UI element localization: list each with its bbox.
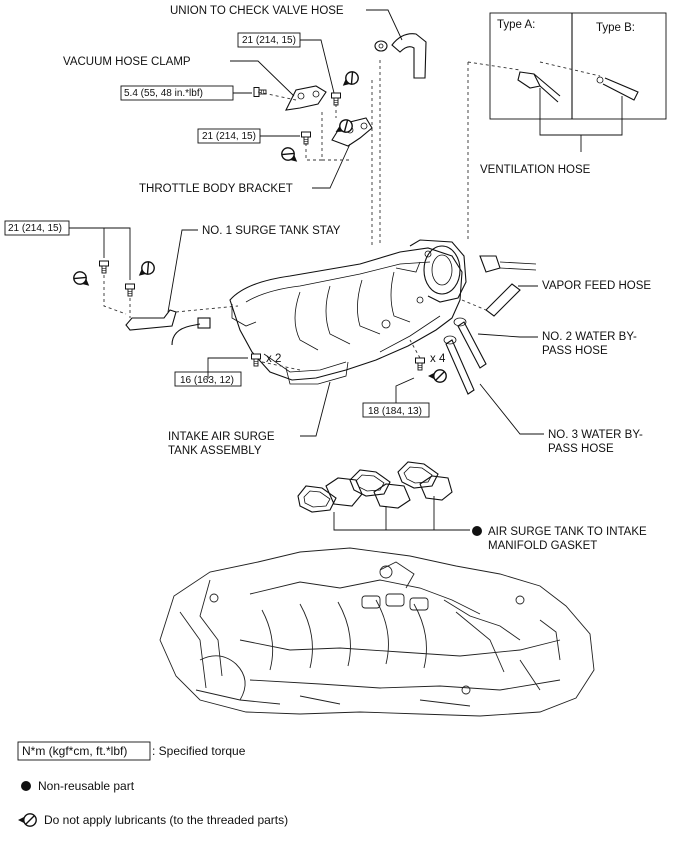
no-lubricant-icon xyxy=(70,268,94,292)
label-bypass3-l2: PASS HOSE xyxy=(548,443,614,455)
legend-no-lube: Do not apply lubricants (to the threaded… xyxy=(44,813,288,827)
non-reusable-dot-icon xyxy=(21,781,31,791)
bolt-icon xyxy=(415,357,425,371)
engine-block xyxy=(159,547,595,717)
throttle-body-bracket xyxy=(331,116,373,147)
water-bypass-hoses xyxy=(443,317,487,395)
label-gasket-l2: MANIFOLD GASKET xyxy=(488,540,597,552)
ventilation-hose-inset: Type A: Type B: xyxy=(489,12,667,120)
non-reusable-dot-icon xyxy=(472,526,482,536)
legend-nonreusable: Non-reusable part xyxy=(38,779,135,793)
quantity-x4: x 4 xyxy=(430,353,446,365)
surge-tank-stay xyxy=(125,309,177,331)
type-b-label: Type B: xyxy=(596,22,635,34)
no-lubricant-icon xyxy=(427,369,447,383)
torque-value-2: 5.4 (55, 48 in.*lbf) xyxy=(124,88,203,99)
label-ventilation-hose: VENTILATION HOSE xyxy=(480,164,591,176)
intake-manifold-gaskets xyxy=(297,461,453,513)
bolt-icon xyxy=(99,260,109,274)
no-lubricant-icon xyxy=(338,68,362,92)
intake-air-surge-tank xyxy=(229,239,467,385)
torque-value-4: 21 (214, 15) xyxy=(8,223,62,234)
vapor-feed-hose xyxy=(479,255,537,317)
union-check-valve-hose xyxy=(374,33,427,79)
bolt-icon xyxy=(125,283,135,297)
label-gasket-l1: AIR SURGE TANK TO INTAKE xyxy=(488,526,647,538)
vacuum-connector xyxy=(171,317,211,346)
torque-value-6: 18 (184, 13) xyxy=(368,406,422,417)
label-vacuum-clamp: VACUUM HOSE CLAMP xyxy=(63,56,191,68)
label-bypass2-l2: PASS HOSE xyxy=(542,345,608,357)
legend-torque-box xyxy=(17,741,151,761)
label-surge-stay: NO. 1 SURGE TANK STAY xyxy=(202,225,341,237)
legend-torque-box-text: N*m (kgf*cm, ft.*lbf) xyxy=(22,744,127,758)
no-lubricant-icon xyxy=(134,258,158,282)
no-lubricant-icon xyxy=(17,813,37,827)
label-surge-tank-l2: TANK ASSEMBLY xyxy=(168,445,262,457)
no-lubricant-icon xyxy=(278,144,302,168)
torque-value-1: 21 (214, 15) xyxy=(242,35,296,46)
label-union-hose: UNION TO CHECK VALVE HOSE xyxy=(170,5,344,17)
legend: N*m (kgf*cm, ft.*lbf) : Specified torque… xyxy=(17,741,288,827)
legend-torque-text: : Specified torque xyxy=(152,744,246,758)
type-a-label: Type A: xyxy=(497,19,535,31)
label-throttle-bracket: THROTTLE BODY BRACKET xyxy=(139,183,293,195)
torque-value-3: 21 (214, 15) xyxy=(202,131,256,142)
torque-value-5: 16 (163, 12) xyxy=(180,375,234,386)
bolt-icon xyxy=(301,131,311,145)
label-surge-tank-l1: INTAKE AIR SURGE xyxy=(168,431,275,443)
quantity-x2: x 2 xyxy=(266,353,281,365)
label-bypass3-l1: NO. 3 WATER BY- xyxy=(548,429,643,441)
label-bypass2-l1: NO. 2 WATER BY- xyxy=(542,331,637,343)
bolt-icon xyxy=(331,92,341,106)
label-vapor-hose: VAPOR FEED HOSE xyxy=(542,280,651,292)
vacuum-hose-clamp xyxy=(285,85,327,111)
